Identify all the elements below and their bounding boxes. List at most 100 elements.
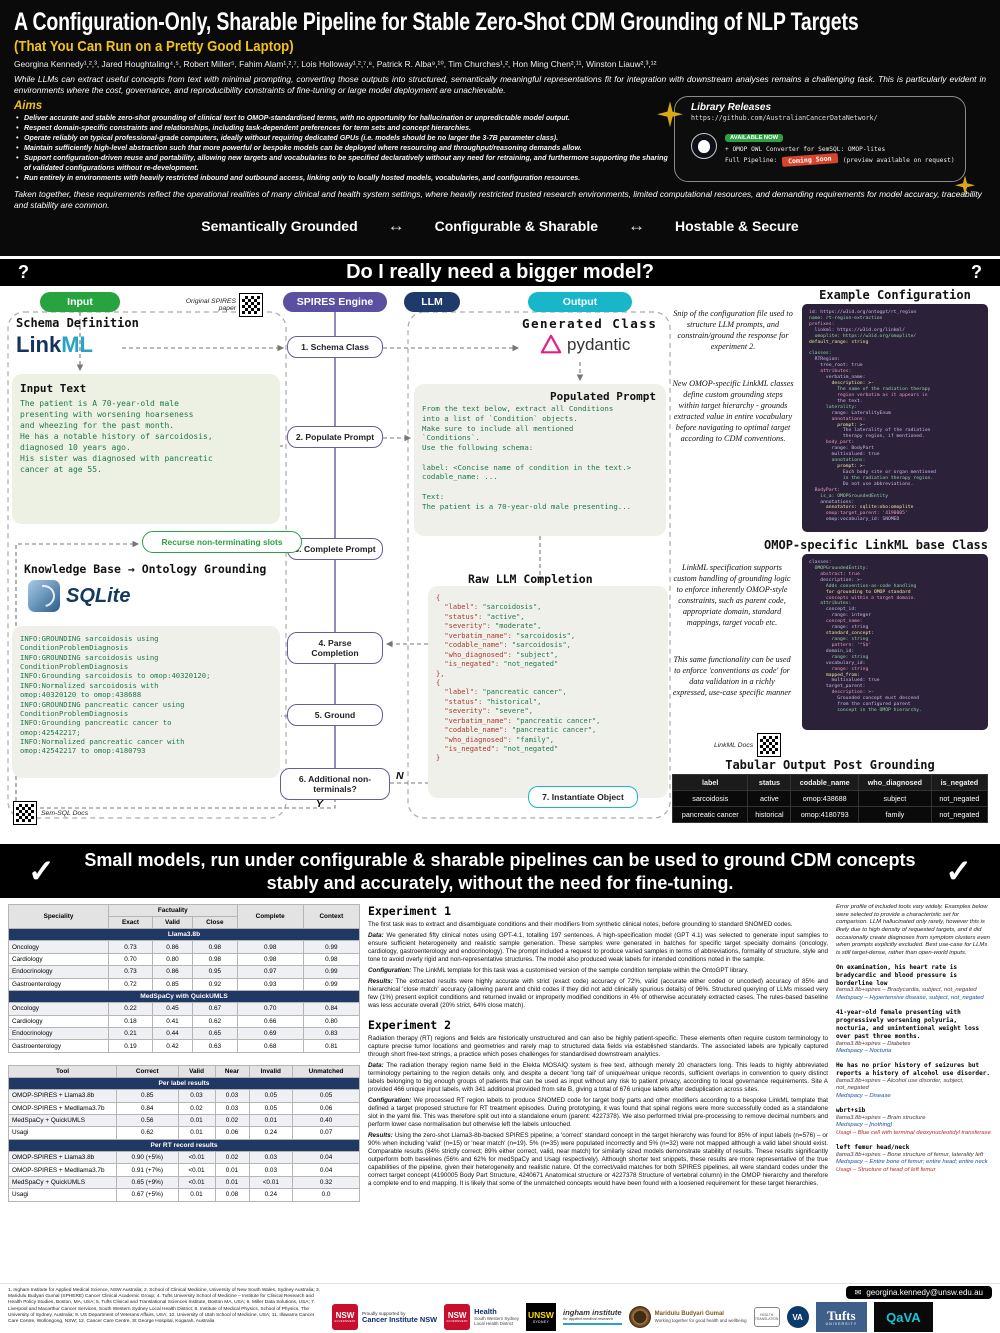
error-example: wbrt+sib llama3.8b+spires – Brain struct… — [836, 1107, 992, 1138]
omop-note-2: This same functionality can be used to e… — [672, 655, 792, 698]
pillars-row: Semantically Grounded ↔ Configurable & S… — [14, 216, 986, 236]
github-link[interactable]: https://github.com/AustralianCancerDataN… — [691, 114, 878, 123]
spires-paper-qr-code — [239, 293, 263, 317]
json-line: "is_negated": "not_negated" — [436, 660, 559, 669]
section-bar: Per RT record results — [8, 1138, 360, 1153]
column-header: Near — [214, 1064, 250, 1078]
email-icon: ✉ — [854, 1288, 862, 1297]
error-example-llama-output: llama3.8b+spires – Diabetes — [836, 1040, 911, 1047]
code-line: therapy region, if mentioned. — [809, 434, 925, 440]
column-header: is_negated — [930, 774, 989, 791]
json-line: } — [436, 754, 441, 763]
error-example-llama-output: llama3.8b+spires – Bone structure of fem… — [836, 1151, 984, 1158]
column-header: Valid — [177, 1064, 216, 1078]
page-title: A Configuration-Only, Sharable Pipeline … — [14, 8, 859, 36]
factuality-table: Speciality Factuality Complete Context E… — [8, 904, 361, 1053]
code-line: annotations: — [809, 458, 866, 464]
column-header: Unmatched — [292, 1064, 360, 1078]
semsql-docs-caption: Sem-SQL Docs — [41, 809, 89, 817]
github-icon — [691, 132, 717, 159]
experiment-2-heading: Experiment 2 — [368, 1017, 452, 1032]
logo-qava: QaVA — [874, 1302, 933, 1332]
code-line: The laterality of the radiation — [809, 428, 931, 434]
code-line: the text. — [809, 398, 863, 404]
column-header: Valid — [151, 916, 194, 929]
error-example-input: He has no prior history of seizures but … — [836, 1061, 991, 1077]
aim-item: Support configuration-driven reuse and p… — [14, 154, 669, 174]
logo-label: Maridulu Budyari Gumal — [654, 1311, 724, 1318]
experiment-2-body: Radiation therapy (RT) regions and field… — [368, 1035, 828, 1188]
code-line: prompt: >- — [809, 463, 866, 469]
code-line: verbatim_name: — [809, 375, 866, 381]
code-line: body_part: — [809, 440, 855, 446]
logo-label: Health — [474, 1307, 497, 1317]
code-line: multivalued: true — [809, 452, 880, 458]
pillar-semantically-grounded: Semantically Grounded — [201, 218, 358, 235]
pydantic-icon — [540, 334, 562, 354]
lane-output: Output — [528, 292, 632, 312]
code-line: range: string — [809, 666, 869, 672]
code-line: classes: — [809, 560, 832, 565]
lane-spires-engine: SPIRES Engine — [283, 292, 387, 312]
omop-base-class-code: classes: OMOPGroundedEntity: abstract: t… — [802, 554, 988, 730]
logo-unsw: UNSW SYDNEY — [525, 1303, 556, 1331]
library-line-preview: (preview available on request) — [842, 156, 955, 164]
generated-class-heading: Generated Class — [522, 316, 658, 331]
code-line: standard_concept: — [809, 631, 874, 637]
affiliations: 1. Ingham Institute for Applied Medical … — [8, 1288, 321, 1325]
code-line: annotations: — [809, 416, 866, 422]
code-line: mapped_from: — [809, 672, 860, 678]
code-line: Do not use abbreviations. — [809, 481, 914, 487]
json-line: "status": "active", — [436, 612, 525, 621]
json-line: "codable_name": "pancreatic cancer", — [436, 726, 597, 735]
code-line: name: rt-region-extraction — [809, 315, 883, 321]
column-header-group: Factuality — [108, 904, 238, 917]
input-text-content: The patient is A 70-year-old male presen… — [20, 399, 213, 475]
code-line: omoplite: https://w3id.org/omoplite/ — [809, 333, 917, 339]
logo-label: Cancer Institute NSW — [362, 1314, 438, 1324]
code-line: target_parent: — [809, 684, 866, 690]
library-releases-box: Library Releases https://github.com/Aust… — [657, 96, 975, 196]
aim-item: Run entirely in environments with heavil… — [14, 174, 669, 184]
column-header: status — [747, 774, 792, 791]
experiment-paragraph: The first task was to extract and disamb… — [368, 921, 793, 928]
code-line: OMOPGroundedEntity: — [809, 565, 869, 571]
section-bar: Per label results — [8, 1076, 360, 1091]
checkmark-icon: ✓ — [945, 853, 972, 889]
column-header: Tool — [8, 1064, 117, 1078]
semsql-docs-qr-code — [13, 801, 37, 825]
conclusion-banner: ✓ Small models, run under configurable &… — [0, 844, 1000, 898]
coming-soon-badge: Coming Soon — [781, 153, 839, 168]
code-line: concepts within a target domain. — [809, 595, 917, 601]
experiment-paragraph: Results: Using the zero-shot Llama3-8b-b… — [368, 1131, 828, 1187]
pillar-hostable-secure: Hostable & Secure — [675, 218, 799, 235]
section-bar: Llama3.8b — [8, 927, 360, 942]
code-line: concept_id: — [809, 607, 857, 613]
results-section: Speciality Factuality Complete Context E… — [0, 898, 1000, 1283]
contact-email-bar[interactable]: ✉ georgina.kennedy@unsw.edu.au — [845, 1286, 992, 1299]
code-line: attributes: — [809, 369, 852, 375]
code-line: from the configured parent — [809, 702, 911, 708]
contact-email[interactable]: georgina.kennedy@unsw.edu.au — [866, 1288, 983, 1297]
code-line: in the radiation therapy region. — [809, 475, 934, 481]
code-line: attributes: — [809, 601, 852, 607]
code-line: laterality: — [809, 404, 857, 410]
column-header: Correct — [116, 1064, 179, 1078]
conclusion-line-1: Small models, run under configurable & s… — [84, 850, 916, 870]
aim-item: Deliver accurate and stable zero-shot gr… — [14, 114, 669, 124]
example-configuration-heading: Example Configuration — [819, 288, 971, 302]
config-note-1: Snip of the configuration file used to s… — [673, 309, 793, 352]
code-line: description: >- — [809, 690, 874, 696]
experiment-1-body: The first task was to extract and disamb… — [368, 921, 828, 1010]
code-line: annotators: sqlite:obo:omoplite — [809, 505, 914, 511]
double-arrow-icon: ↔ — [628, 216, 645, 236]
grounding-log-content: INFO:GROUNDING sarcoidosis using Conditi… — [20, 634, 211, 756]
column-header: label — [671, 774, 749, 791]
